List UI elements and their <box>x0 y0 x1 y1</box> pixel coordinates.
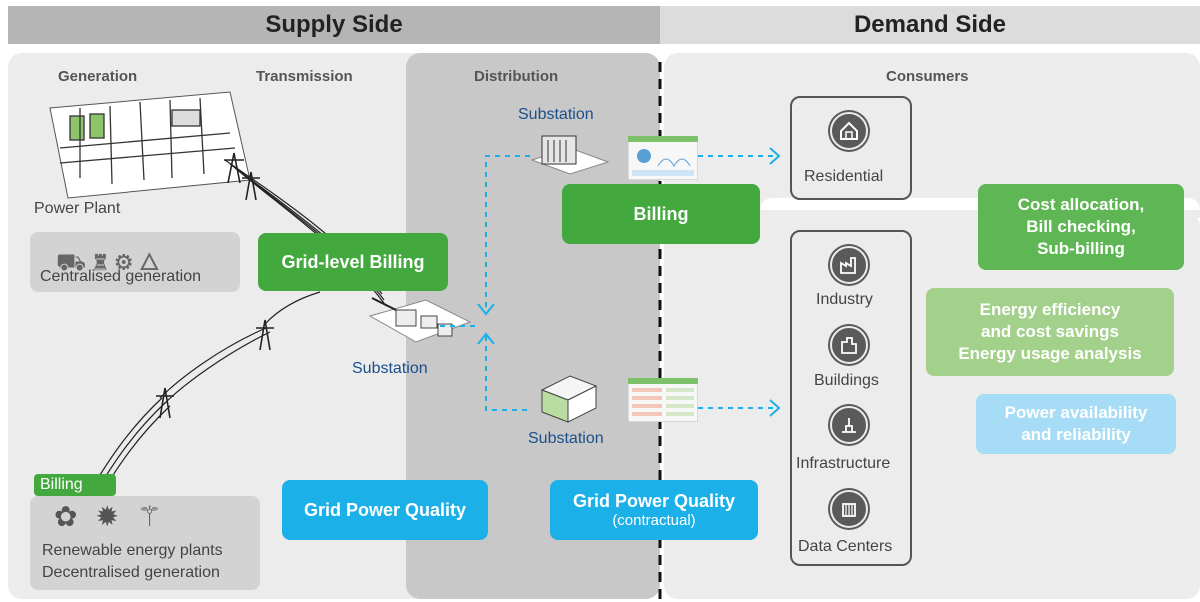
billing-tag[interactable]: Billing <box>34 474 116 496</box>
power-plant-illustration <box>49 91 387 497</box>
availability-line-1: Power availability <box>1004 403 1148 422</box>
demand-side-header: Demand Side <box>660 6 1200 44</box>
monitoring-screen-top <box>628 136 698 180</box>
nuclear-icon: ♜ <box>92 249 115 276</box>
home-icon <box>830 112 868 150</box>
efficiency-line-2: and cost savings <box>981 322 1119 341</box>
flower-icon: ✿ <box>54 501 96 532</box>
decentralised-label: Decentralised generation <box>42 564 220 581</box>
grid-level-billing-button[interactable]: Grid-level Billing <box>258 233 448 291</box>
demand-side-title: Demand Side <box>853 11 1007 38</box>
centralised-generation-box <box>30 232 240 292</box>
gpq-contractual-title: Grid Power Quality <box>572 491 736 511</box>
renewable-generation-box <box>30 496 260 590</box>
infrastructure-icon <box>830 406 868 444</box>
sun-icon: ✹ <box>95 501 137 532</box>
coal-icon: ⛟ <box>56 249 93 276</box>
cost-allocation-box: Cost allocation, Bill checking, Sub-bill… <box>978 184 1184 270</box>
building-icon <box>830 326 868 364</box>
infrastructure-label: Infrastructure <box>796 455 891 472</box>
renewable-icons: ✿✹⚚ <box>54 500 180 533</box>
industry-label: Industry <box>816 291 873 308</box>
efficiency-line-3: Energy usage analysis <box>958 344 1142 363</box>
centralised-icons: ⛟♜⚙🜂 <box>56 234 166 284</box>
distribution-substation-bottom-label: Substation <box>528 430 604 447</box>
grid-power-quality-contractual-button[interactable]: Grid Power Quality (contractual) <box>550 480 758 540</box>
distribution-substation-top-illustration <box>530 135 610 175</box>
gas-flame-icon: 🜂 <box>138 249 166 276</box>
distribution-substation-top-label: Substation <box>518 106 594 123</box>
residential-label: Residential <box>804 168 884 185</box>
grid-power-quality-button[interactable]: Grid Power Quality <box>282 480 488 540</box>
grid-power-quality-label: Grid Power Quality <box>303 499 467 520</box>
supply-side-title: Supply Side <box>265 11 403 38</box>
distribution-billing-button[interactable]: Billing <box>562 184 760 244</box>
availability-line-2: and reliability <box>1021 425 1131 444</box>
buildings-label: Buildings <box>814 372 879 389</box>
cost-line-2: Bill checking, <box>1026 217 1136 236</box>
energy-efficiency-box: Energy efficiency and cost savings Energ… <box>926 288 1174 376</box>
transmission-substation-illustration <box>368 297 472 343</box>
column-distribution: Distribution <box>474 68 559 85</box>
power-availability-box: Power availability and reliability <box>976 394 1176 454</box>
renewable-label: Renewable energy plants <box>42 542 223 559</box>
power-plant-label: Power Plant <box>34 200 121 217</box>
gear-icon: ⚙ <box>114 249 139 276</box>
supply-side-header: Supply Side <box>8 6 660 44</box>
cost-line-3: Sub-billing <box>1037 239 1125 258</box>
centralised-generation-label: Centralised generation <box>40 268 201 285</box>
factory-icon <box>830 246 868 284</box>
distribution-substation-bottom-illustration <box>540 375 598 423</box>
column-transmission: Transmission <box>256 68 353 85</box>
efficiency-line-1: Energy efficiency <box>979 300 1121 319</box>
gpq-contractual-subtitle: (contractual) <box>612 512 696 529</box>
column-generation: Generation <box>58 68 138 85</box>
transmission-substation-label: Substation <box>352 360 428 377</box>
data-center-icon <box>830 490 868 528</box>
data-centers-label: Data Centers <box>798 538 893 555</box>
monitoring-screen-bottom <box>628 378 698 422</box>
column-consumers: Consumers <box>886 68 969 85</box>
wind-turbine-icon: ⚚ <box>136 501 181 532</box>
cost-line-1: Cost allocation, <box>1017 195 1145 214</box>
